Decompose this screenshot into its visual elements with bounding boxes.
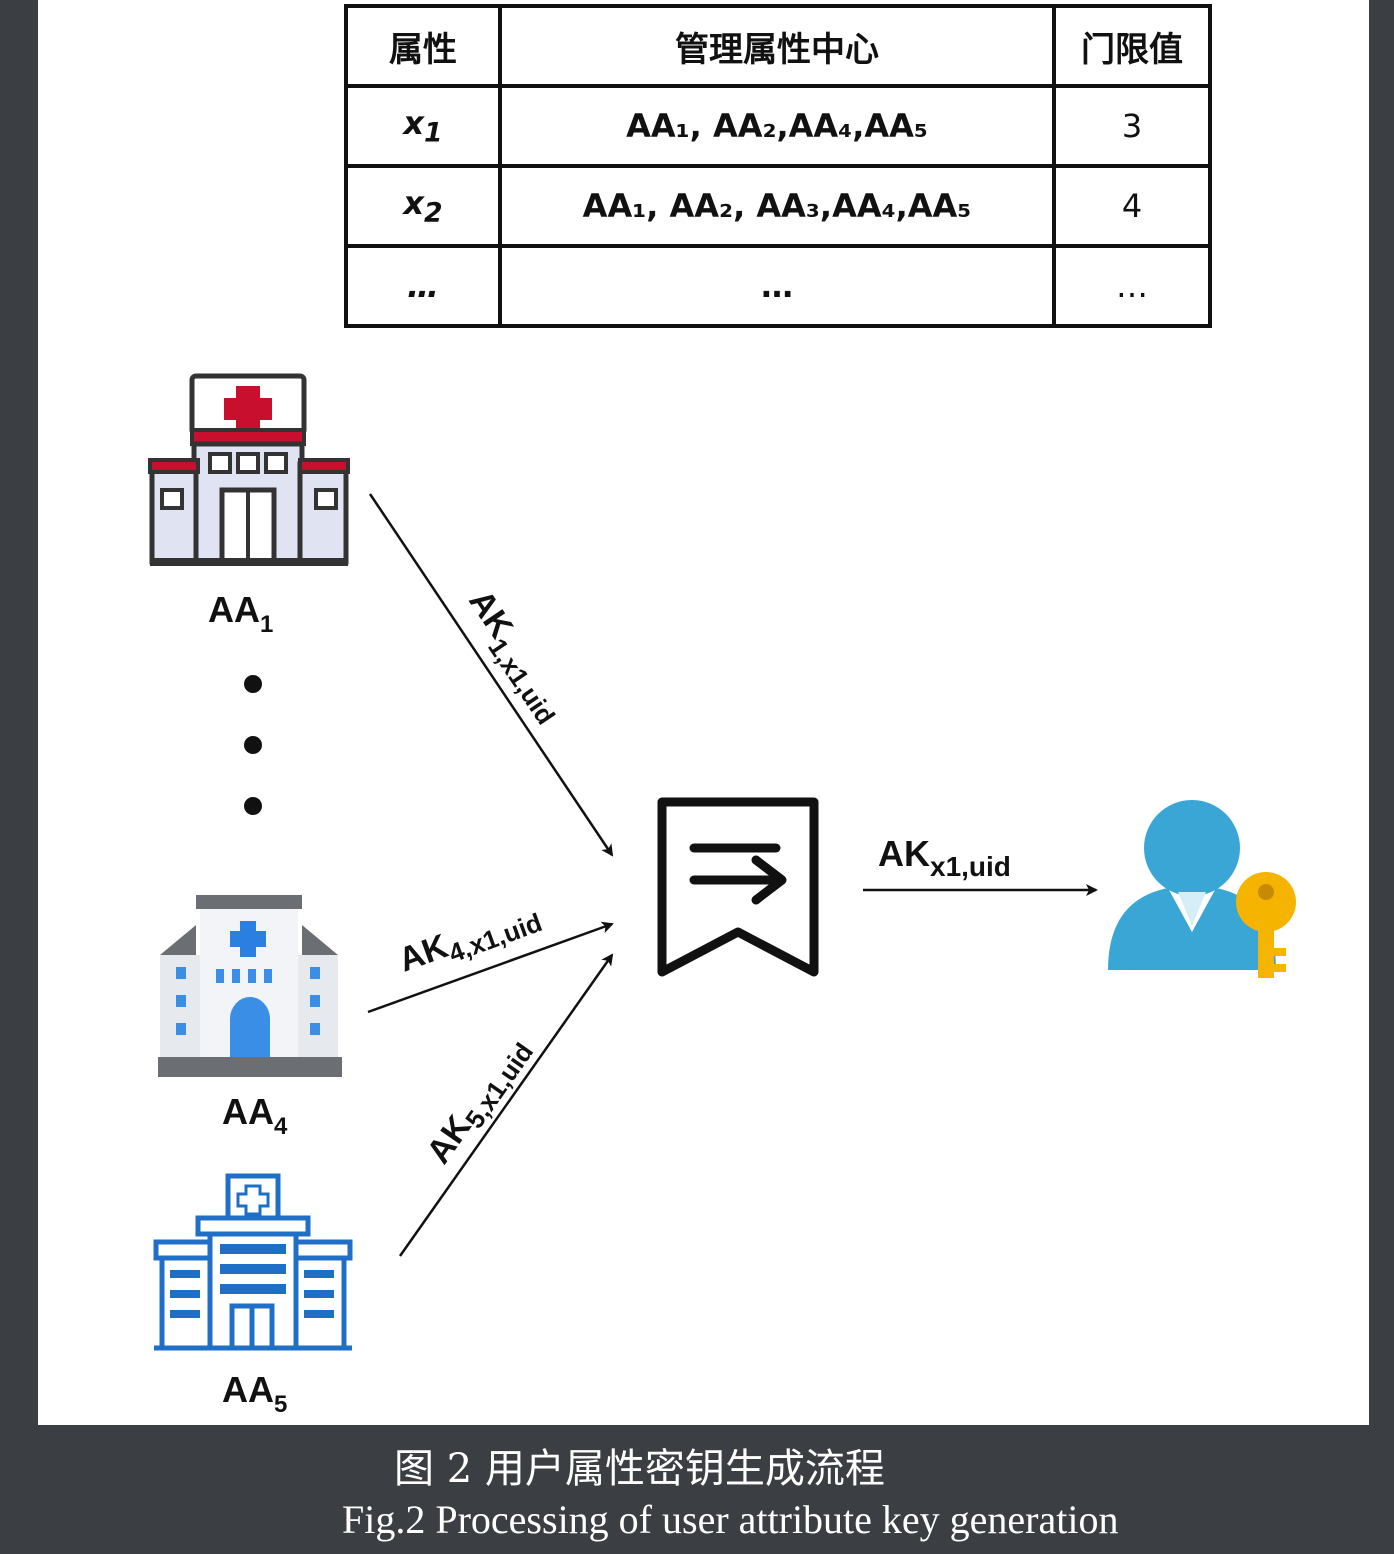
cell-threshold: 4 [1052,164,1212,248]
hospital-gray-icon [158,895,342,1077]
user-with-key-icon [1108,800,1296,978]
cell-centers: AA₁, AA₂,AA₄,AA₅ [498,84,1056,168]
cell-attribute: x2 [344,164,502,248]
hospital-red-icon [148,373,350,566]
bookmark-arrow-icon [657,797,819,977]
attr-name: x [403,183,425,222]
flow-diagram: AA1 AA4 [148,373,1296,1418]
cell-attribute: … [344,244,502,328]
edge-label-ak5: AK5,x1,uid [419,1029,539,1174]
header-threshold: 门限值 [1052,4,1212,88]
header-attribute: 属性 [344,4,502,88]
attr-subscript: 1 [424,117,443,149]
figure-panel: 属性 管理属性中心 门限值 x1 AA₁, AA₂,AA₄,AA₅ 3 x2 A… [38,0,1369,1425]
ellipsis-dot [244,736,262,754]
table-row: … … … [344,244,1212,328]
cell-threshold: 3 [1052,84,1212,168]
arrow-aa5-to-aggregator [398,953,614,1257]
edge-label-ak4: AK4,x1,uid [394,894,546,985]
attr-name: x [403,103,425,142]
aa1-label: AA1 [208,589,273,638]
arrow-aa1-to-aggregator [368,493,614,857]
cell-attribute: x1 [344,84,502,168]
hospital-blue-icon [153,1173,353,1351]
arrow-aa4-to-aggregator [367,921,614,1014]
caption-english: Fig.2 Processing of user attribute key g… [342,1497,1119,1542]
aa5-label: AA5 [222,1369,287,1418]
attr-name: … [407,267,439,305]
attr-subscript: 2 [424,197,443,229]
caption-chinese: 图 2 用户属性密钥生成流程 [394,1446,885,1492]
table-header-row: 属性 管理属性中心 门限值 [344,4,1212,88]
attribute-table: 属性 管理属性中心 门限值 x1 AA₁, AA₂,AA₄,AA₅ 3 x2 A… [344,4,1212,328]
cell-centers: … [498,244,1056,328]
table-row: x1 AA₁, AA₂,AA₄,AA₅ 3 [344,84,1212,168]
cell-threshold: … [1052,244,1212,328]
table-row: x2 AA₁, AA₂, AA₃,AA₄,AA₅ 4 [344,164,1212,248]
ellipsis-dot [244,797,262,815]
cell-centers: AA₁, AA₂, AA₃,AA₄,AA₅ [498,164,1056,248]
header-centers: 管理属性中心 [498,4,1056,88]
aa4-label: AA4 [222,1091,288,1140]
ellipsis-dot [244,675,262,693]
edge-label-akx: AKx1,uid [878,833,1011,882]
